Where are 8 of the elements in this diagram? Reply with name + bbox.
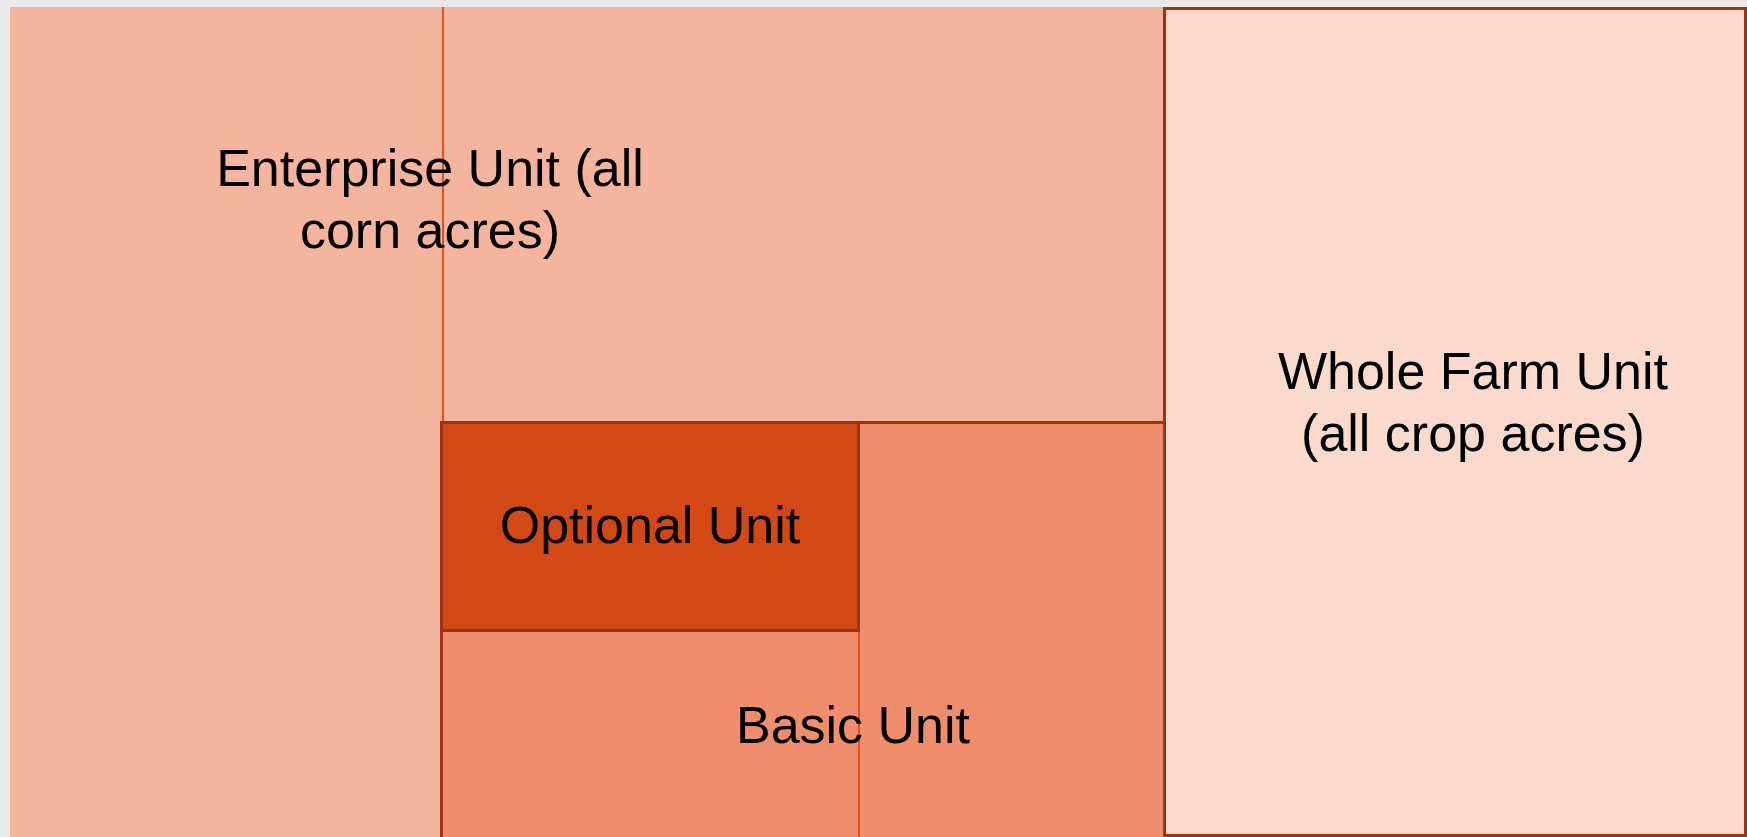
unit-label: Basic Unit xyxy=(734,695,972,756)
unit-label: Whole Farm Unit (all crop acres) xyxy=(1276,341,1670,464)
unit-label: Optional Unit xyxy=(498,495,802,556)
unit-box xyxy=(10,7,1166,837)
unit-box xyxy=(440,421,860,632)
unit-box xyxy=(10,7,1747,837)
unit-label: Enterprise Unit (all corn acres) xyxy=(215,138,645,261)
unit-box xyxy=(440,421,1163,837)
